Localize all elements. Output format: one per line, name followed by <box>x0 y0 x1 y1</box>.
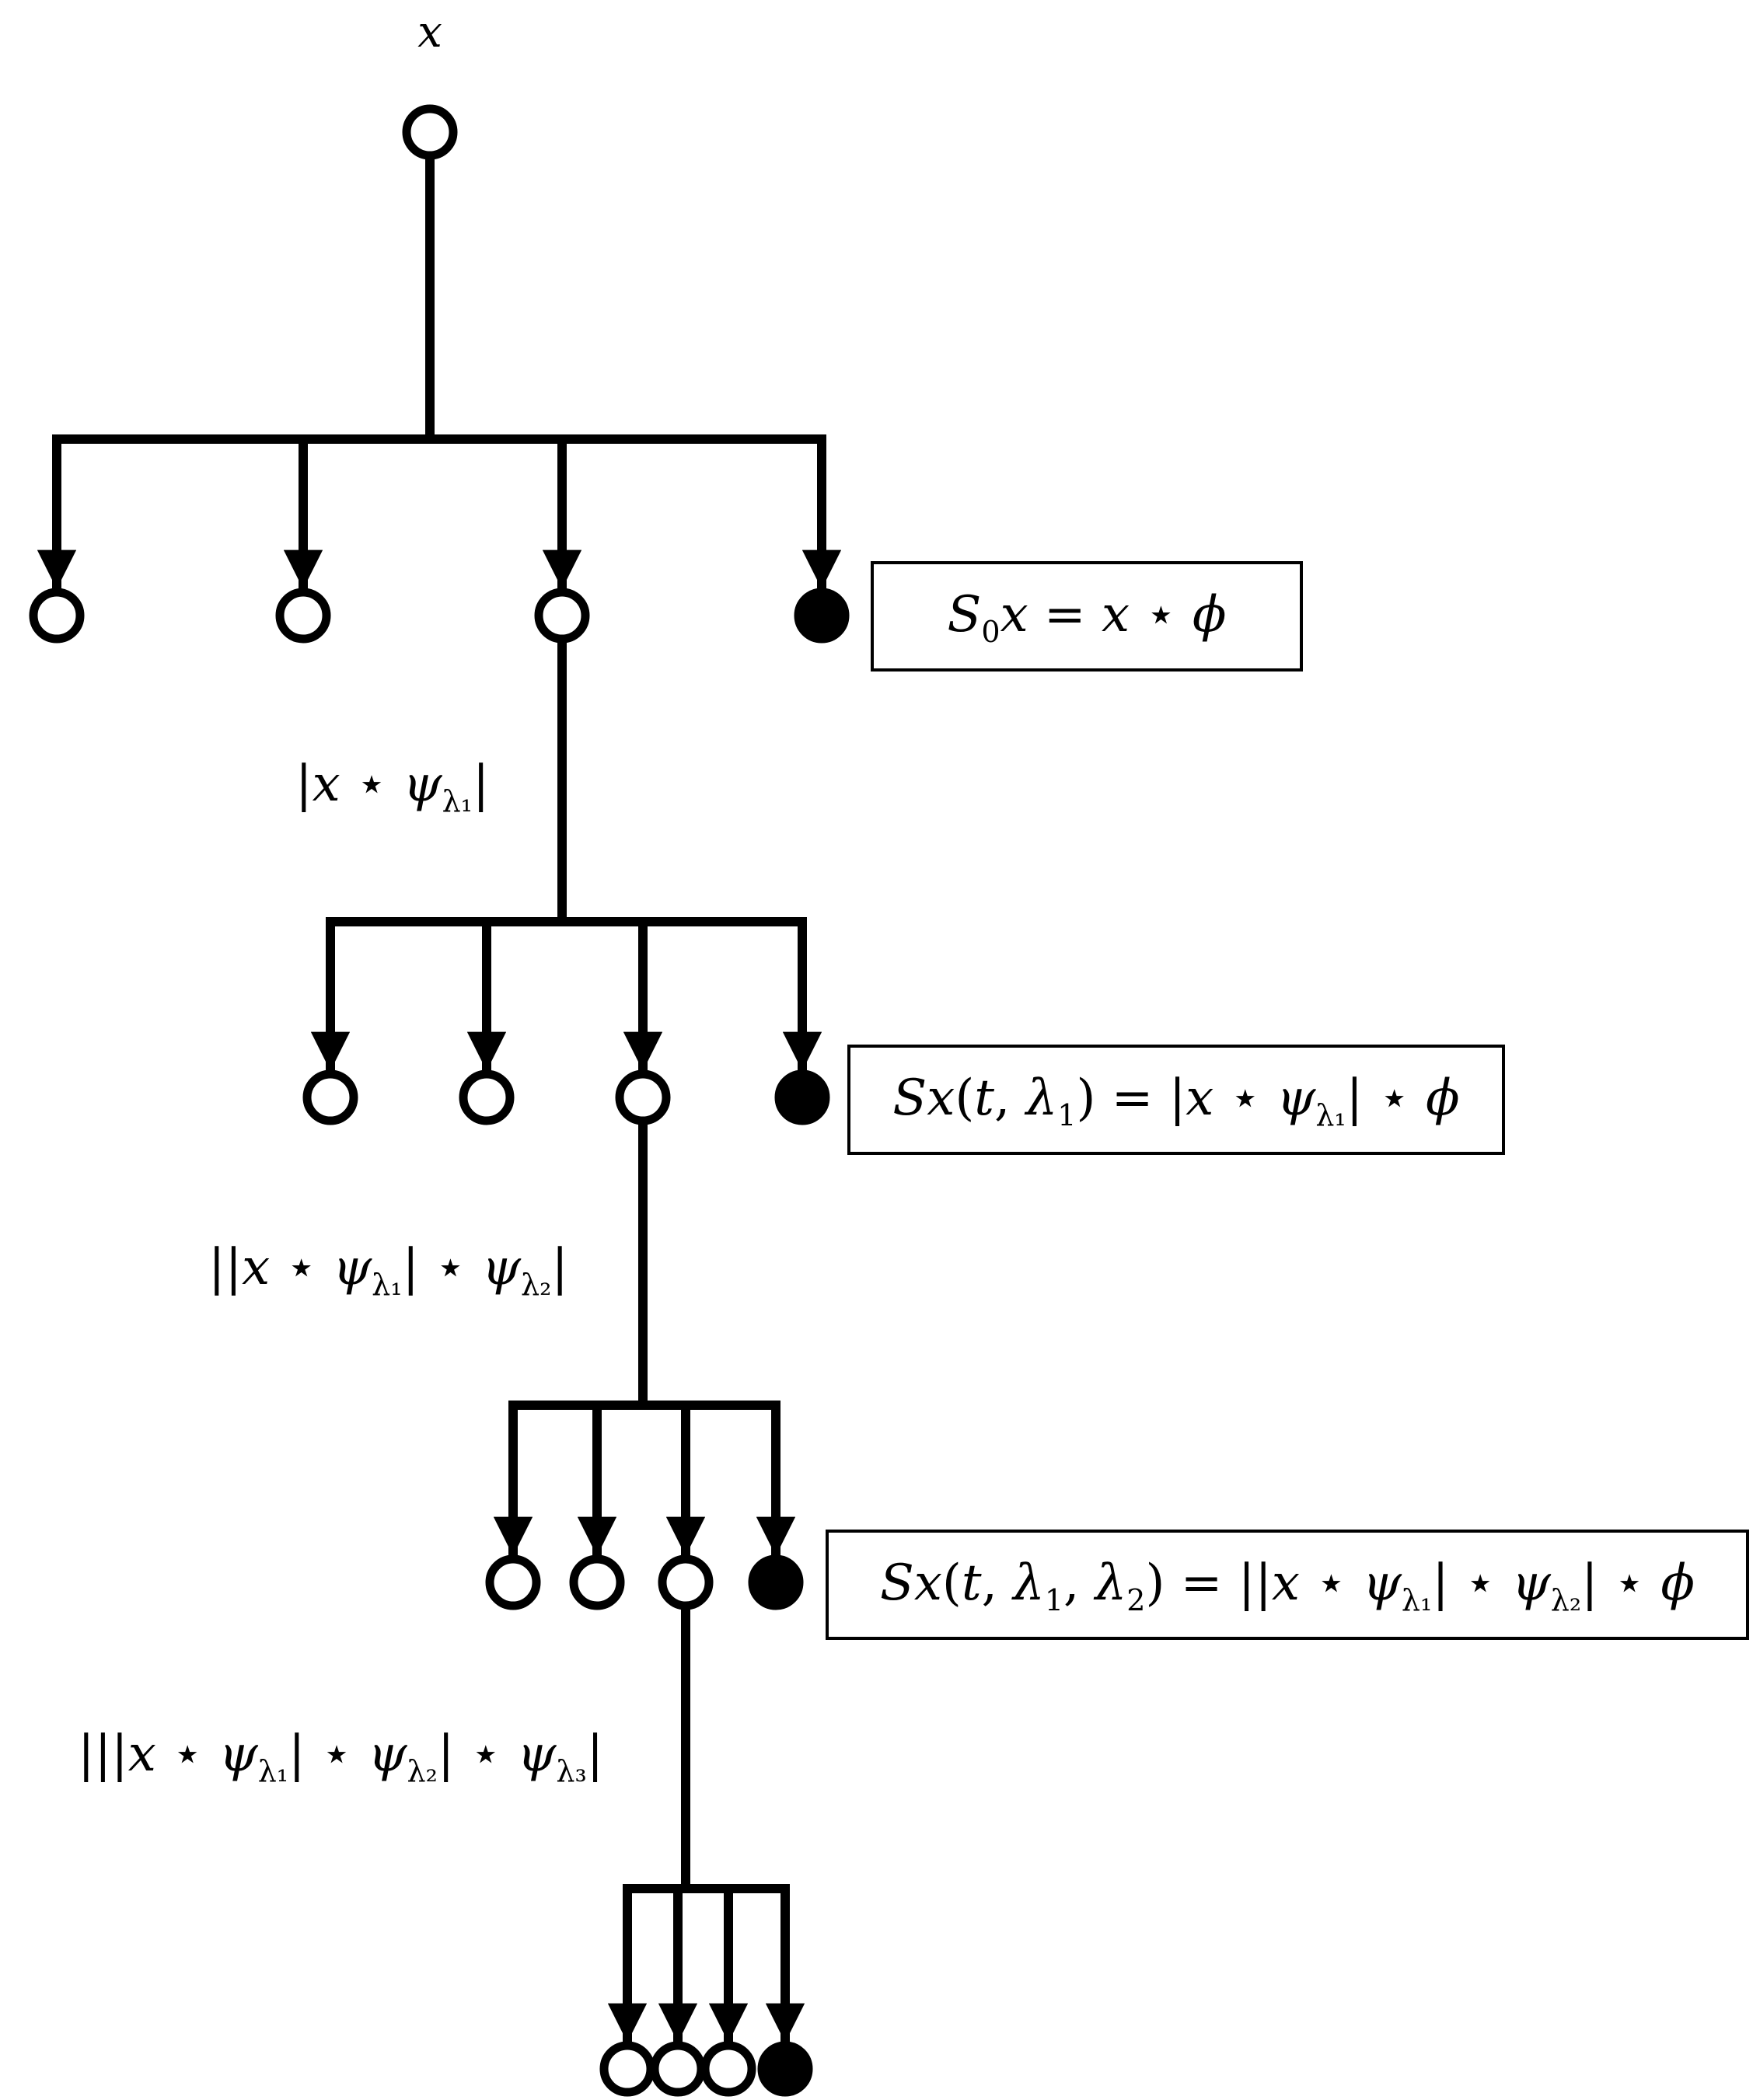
edge-label-level-2: ||x ⋆ ψλ₁| ⋆ ψλ₂| <box>208 1239 568 1302</box>
wavelet-node-0-0 <box>29 588 85 644</box>
root-label: x <box>417 7 442 58</box>
wavelet-node-3-0 <box>599 2041 655 2097</box>
wavelet-node-2-1 <box>569 1554 625 1610</box>
wavelet-node-3-1 <box>650 2041 706 2097</box>
wavelet-node-3-2 <box>700 2041 756 2097</box>
output-box-level-2: Sx(t, λ1, λ2) = ||x ⋆ ψλ₁| ⋆ ψλ₂| ⋆ ϕ <box>826 1530 1749 1640</box>
output-node-0-3 <box>794 588 850 644</box>
scattering-tree <box>29 104 850 2097</box>
edge-label-level-1: |x ⋆ ψλ₁| <box>295 755 489 818</box>
output-node-1-3 <box>774 1069 830 1125</box>
wavelet-node-2-2 <box>658 1554 714 1610</box>
wavelet-node-2-0 <box>485 1554 541 1610</box>
wavelet-node-1-1 <box>459 1069 515 1125</box>
output-box-level-0: S0x = x ⋆ ϕ <box>871 561 1303 672</box>
output-node-3-3 <box>757 2041 813 2097</box>
wavelet-node-0-1 <box>275 588 331 644</box>
root-node <box>402 104 458 160</box>
svg-text:Sx(t, λ1, λ2) = ||x ⋆ ψλ₁| ⋆ ψ: Sx(t, λ1, λ2) = ||x ⋆ ψλ₁| ⋆ ψλ₂| ⋆ ϕ <box>880 1554 1695 1617</box>
edge-label-level-3: |||x ⋆ ψλ₁| ⋆ ψλ₂| ⋆ ψλ₃| <box>78 1725 603 1788</box>
wavelet-node-1-2 <box>615 1069 671 1125</box>
output-node-2-3 <box>748 1554 804 1610</box>
svg-text:Sx(t, λ1) = |x ⋆ ψλ₁| ⋆ ϕ: Sx(t, λ1) = |x ⋆ ψλ₁| ⋆ ϕ <box>892 1069 1459 1132</box>
output-box-level-1: Sx(t, λ1) = |x ⋆ ψλ₁| ⋆ ϕ <box>847 1045 1505 1155</box>
wavelet-node-0-2 <box>534 588 590 644</box>
wavelet-node-1-0 <box>302 1069 358 1125</box>
